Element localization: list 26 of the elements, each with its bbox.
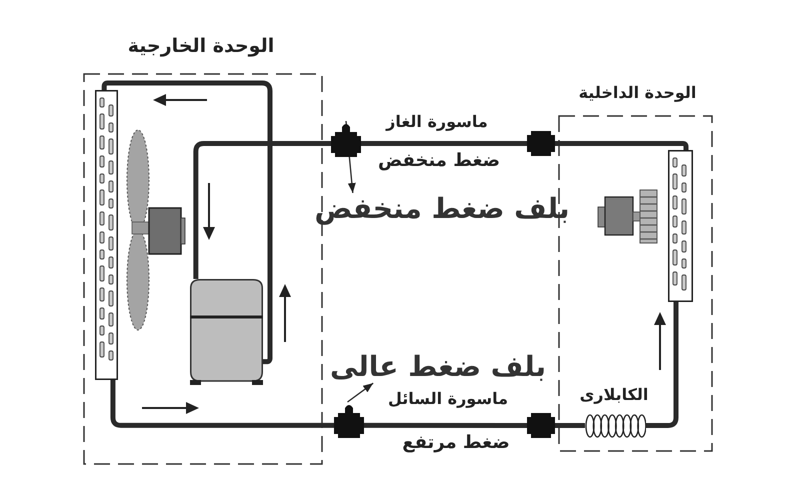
pipe-label: ماسورة الغاز bbox=[386, 113, 488, 132]
valve bbox=[334, 402, 364, 438]
pressure-label: ضغط مرتفع bbox=[402, 433, 510, 454]
capillary-coil bbox=[585, 414, 646, 438]
refrigerant-pipe bbox=[555, 423, 585, 428]
refrigerant-pipe bbox=[361, 141, 527, 146]
refrigerant-pipe bbox=[102, 80, 272, 364]
refrigerant-pipe bbox=[555, 141, 688, 150]
unit-heading: الوحدة الخارجية bbox=[128, 36, 274, 58]
refrigerant-pipe bbox=[646, 302, 678, 428]
valve-label: بلف ضغط عالى bbox=[330, 351, 546, 384]
evaporator-coil bbox=[668, 150, 693, 302]
pipe-fitting bbox=[527, 413, 555, 438]
refrigerant-pipe bbox=[193, 141, 331, 279]
valve-label: بلف ضغط منخفض bbox=[314, 193, 570, 226]
pipe-label: ماسورة السائل bbox=[388, 390, 508, 408]
condenser-coil bbox=[95, 90, 118, 380]
part-label: الكابلارى bbox=[580, 386, 648, 404]
pipe-fitting bbox=[527, 131, 555, 156]
leader-arrow bbox=[347, 382, 374, 403]
unit-heading: الوحدة الداخلية bbox=[578, 84, 696, 102]
pressure-label: ضغط منخفض bbox=[378, 151, 500, 172]
valve bbox=[331, 121, 361, 157]
refrigerant-pipe bbox=[364, 422, 527, 428]
compressor bbox=[190, 279, 263, 385]
refrigerant-pipe bbox=[110, 380, 334, 428]
